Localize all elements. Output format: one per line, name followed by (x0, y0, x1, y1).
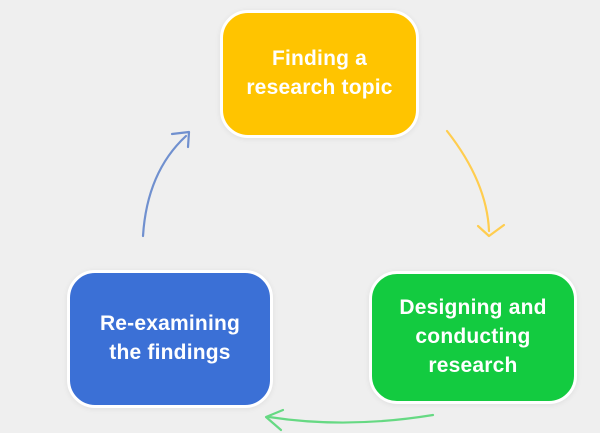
node-finding-research-topic-label: Finding a research topic (246, 47, 393, 99)
curved-arrow-reexamining-to-finding-icon (141, 130, 191, 238)
arrow-head (170, 130, 191, 149)
node-designing-conducting-research: Designing and conducting research (369, 271, 577, 404)
arrow-head (476, 223, 506, 238)
node-reexamining-findings: Re-examining the findings (67, 270, 273, 408)
curved-arrow-finding-to-designing-icon (445, 129, 506, 238)
curved-arrow-designing-to-reexamining-icon (264, 408, 435, 432)
arrow-shaft (141, 134, 188, 238)
arrow-head (264, 408, 285, 432)
node-designing-conducting-research-label: Designing and conducting research (399, 296, 547, 377)
node-finding-research-topic: Finding a research topic (220, 10, 419, 138)
arrow-shaft (445, 129, 491, 233)
node-reexamining-findings-label: Re-examining the findings (99, 312, 241, 364)
arrow-shaft (267, 413, 435, 424)
